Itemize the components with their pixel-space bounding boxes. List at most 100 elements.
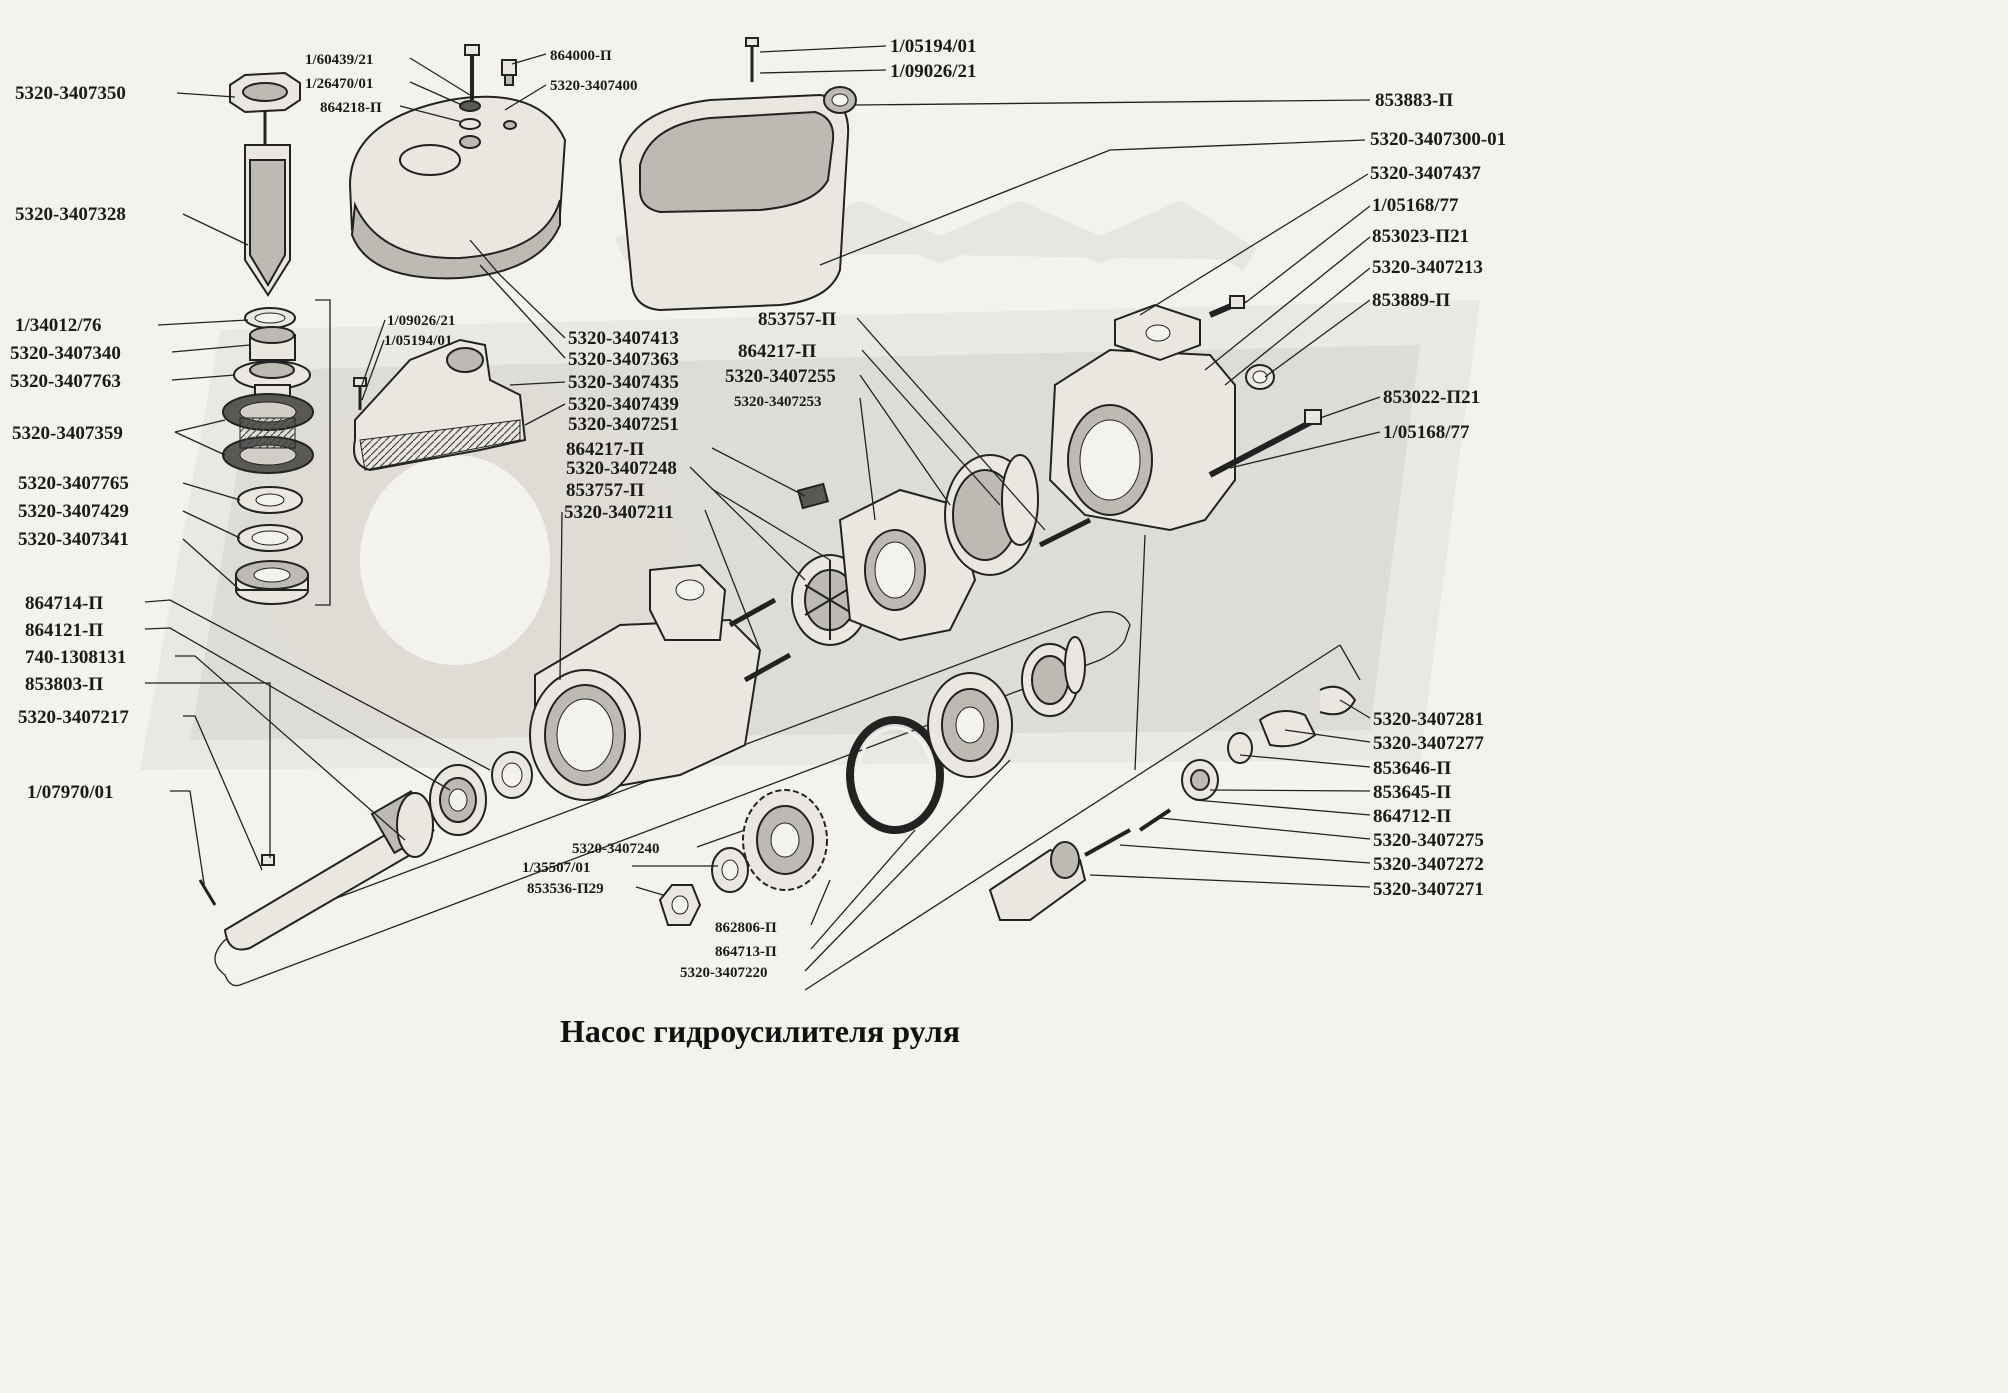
callout-label: 5320-3407341	[18, 529, 129, 550]
leader-line	[409, 57, 471, 96]
leader-line	[182, 213, 249, 246]
callout-label: 1/35507/01	[522, 860, 590, 876]
leader-line	[704, 509, 761, 651]
filter-element	[244, 144, 291, 297]
callout-label: 5320-3407400	[550, 78, 638, 94]
callout-label: 5320-3407240	[572, 841, 660, 857]
callout-label: 5320-3407220	[680, 965, 768, 981]
leader-line	[854, 99, 1371, 106]
leader-line	[1194, 799, 1371, 816]
leader-line	[859, 397, 876, 521]
leader-line	[1209, 789, 1371, 792]
callout-label: 5320-3407328	[15, 204, 126, 225]
callout-label: 853645-П	[1373, 782, 1451, 803]
callout-label: 5320-3407277	[1373, 733, 1484, 754]
callout-label: 5320-3407248	[566, 458, 677, 479]
bolt-853022-P21	[1208, 409, 1322, 478]
callout-label: 5320-3407429	[18, 501, 129, 522]
gasket-5320-3407359	[222, 393, 314, 474]
callout-label: 1/09026/21	[387, 313, 455, 329]
callout-label: 864121-П	[25, 620, 103, 641]
leader-line	[469, 239, 566, 339]
callout-label: 5320-3407217	[18, 707, 129, 728]
callout-label: 5320-3407413	[568, 328, 679, 349]
callout-label: 853883-П	[1375, 90, 1453, 111]
exploded-view-svg: 5320-3407350 1/60439/21 1/26470/01 86421…	[10, 36, 1506, 1049]
leader-line	[559, 511, 563, 681]
callout-label: 5320-3407255	[725, 366, 836, 387]
callout-label: 5320-3407439	[568, 394, 679, 415]
leader-line	[759, 69, 887, 74]
callout-label: 1/09026/21	[890, 61, 977, 82]
callout-label: 5320-3407271	[1373, 879, 1484, 900]
leader-line	[1319, 396, 1381, 419]
filter-stack-bracket	[315, 299, 331, 606]
bushing-864714-P	[491, 751, 533, 799]
callout-label: 5320-3407275	[1373, 830, 1484, 851]
leader-line	[1339, 699, 1371, 719]
callout-label: 1/60439/21	[305, 52, 373, 68]
leader-line	[1284, 729, 1371, 743]
reservoir-lid	[348, 95, 567, 280]
leader-lines	[144, 45, 1381, 972]
leader-line	[504, 84, 547, 111]
callout-label: 5320-3407281	[1373, 709, 1484, 730]
key-853803-P	[261, 854, 275, 866]
snap-ring-864713-P	[846, 716, 944, 834]
callout-label: 862806-П	[715, 920, 777, 936]
leader-line	[861, 349, 1001, 506]
callout-label: 853757-П	[758, 309, 836, 330]
nut-853536-P29	[658, 884, 702, 926]
assembly-outline-right-tick	[1339, 644, 1361, 681]
gear-862806-P	[742, 789, 828, 891]
leader-line	[1089, 874, 1371, 888]
callout-label: 1/34012/76	[15, 315, 102, 336]
leader-line	[171, 344, 251, 353]
callout-label: 864713-П	[715, 944, 777, 960]
leader-line	[157, 319, 249, 326]
leader-line	[804, 759, 1011, 972]
assembly-outline	[214, 611, 1131, 987]
leader-line	[361, 339, 385, 401]
leader-line	[509, 381, 566, 386]
leader-line	[1119, 844, 1371, 864]
leader-line	[399, 105, 463, 123]
callout-label: 1/26470/01	[305, 76, 373, 92]
leader-line	[182, 510, 241, 539]
leader-line	[635, 886, 664, 896]
filter-cap	[229, 71, 301, 114]
callout-label: 5320-3407363	[568, 349, 679, 370]
callout-label: 1/07970/01	[27, 782, 114, 803]
cup-5320-3407341	[235, 560, 309, 605]
leader-line	[182, 538, 241, 591]
assembly-outline-right	[804, 644, 1341, 991]
callout-label: 5320-3407763	[10, 371, 121, 392]
leader-line	[689, 466, 806, 581]
callout-label: 5320-3407253	[734, 394, 822, 410]
callout-label: 864217-П	[738, 341, 816, 362]
bearing-5320-3407220	[927, 672, 1013, 778]
callout-label: 853803-П	[25, 674, 103, 695]
vane-5320-3407251	[796, 482, 830, 510]
callout-label: 864217-П	[566, 439, 644, 460]
leader-line	[171, 374, 236, 381]
leader-line	[524, 403, 566, 426]
leader-line	[819, 139, 1366, 266]
leader-line	[1244, 205, 1371, 304]
distributor-disk-5320-3407253	[944, 454, 1039, 576]
rear-cover-5320-3407213	[1048, 295, 1247, 532]
seal-plug	[1021, 636, 1086, 717]
callout-label: 853023-П21	[1372, 226, 1469, 247]
stator-ring-5320-3407255	[838, 488, 977, 642]
leader-line	[176, 92, 236, 98]
callout-label: 5320-3407300-01	[1370, 129, 1506, 150]
lid-bolt	[459, 44, 481, 130]
parts-diagram: 5320-3407350 1/60439/21 1/26470/01 86421…	[10, 36, 1506, 1049]
callout-label: 864218-П	[320, 100, 382, 116]
reservoir-base	[353, 338, 527, 472]
callout-label: 1/05194/01	[384, 333, 452, 349]
leader-line	[174, 419, 226, 456]
valve-body-5320-3407340	[249, 326, 296, 361]
leader-line	[183, 715, 263, 871]
leader-line	[1139, 173, 1369, 316]
